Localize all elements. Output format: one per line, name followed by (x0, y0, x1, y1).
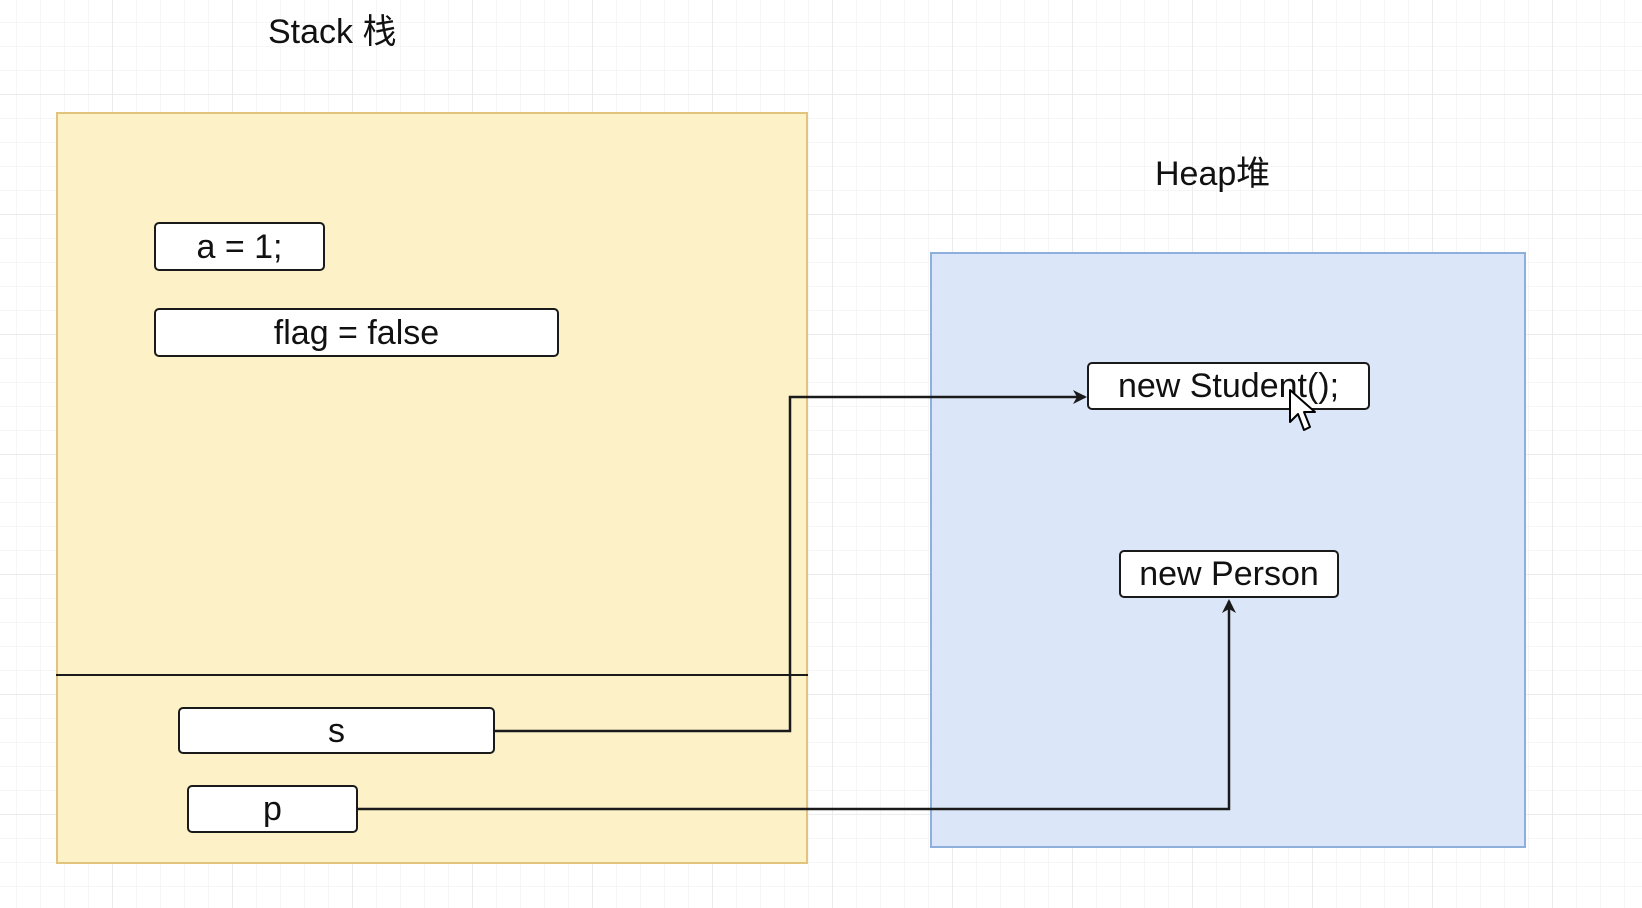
stack-divider (56, 674, 808, 676)
stack-var-flag-label: flag = false (273, 313, 440, 352)
heap-title: Heap堆 (1155, 155, 1271, 193)
stack-var-a-label: a = 1; (196, 227, 283, 266)
heap-object-student: new Student(); (1087, 362, 1370, 410)
heap-object-student-label: new Student(); (1117, 367, 1340, 405)
mouse-pointer-icon (1289, 389, 1316, 431)
stack-ref-s: s (178, 707, 495, 754)
heap-object-person: new Person (1119, 550, 1339, 598)
stack-ref-s-label: s (328, 711, 345, 750)
stack-var-flag: flag = false (154, 308, 559, 357)
arrow-s-to-student (495, 390, 1087, 733)
stack-ref-p: p (187, 785, 358, 833)
heap-object-person-label: new Person (1139, 555, 1319, 593)
arrow-p-to-person (358, 599, 1236, 811)
stack-title: Stack 栈 (268, 13, 397, 51)
stack-var-a: a = 1; (154, 222, 325, 271)
stack-ref-p-label: p (263, 790, 282, 828)
